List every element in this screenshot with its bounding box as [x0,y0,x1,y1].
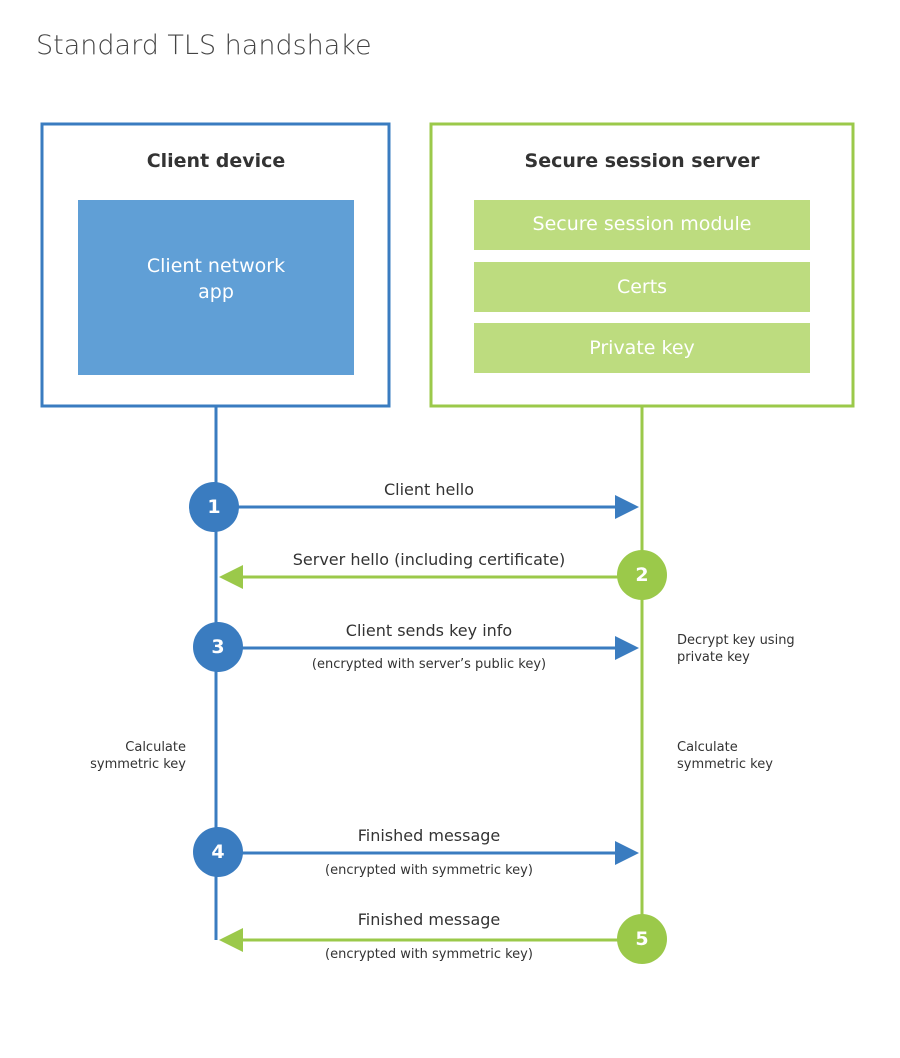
step-5-label: Finished message [357,910,501,929]
step-1-circle [189,482,239,532]
client-heading: Client device [146,150,286,172]
step-3-circle [193,622,243,672]
step-5-circle [617,914,667,964]
step-4-number: 4 [211,841,225,863]
step-3-sub: (encrypted with server’s public key) [311,657,547,672]
note-line: Calculate [125,740,186,755]
module-box-1 [474,200,810,250]
server-calc-note: Calculate symmetric key [677,739,773,773]
client-app-line2: app [198,281,234,303]
note-line: private key [677,650,750,665]
step-3-number: 3 [211,636,225,658]
step-3-label: Client sends key info [345,621,513,640]
note-line: symmetric key [90,757,186,772]
step-4-sub: (encrypted with symmetric key) [325,863,533,878]
note-line: Calculate [677,740,738,755]
client-calc-note: Calculate symmetric key [90,739,186,773]
step-5-sub: (encrypted with symmetric key) [325,947,533,962]
server-decrypt-note: Decrypt key using private key [677,632,795,666]
step-1-number: 1 [207,496,221,518]
server-heading: Secure session server [524,150,760,172]
step-5-number: 5 [635,928,649,950]
module-box-2 [474,262,810,312]
step-2-label: Server hello (including certificate) [292,550,566,569]
client-app-box [78,200,354,375]
note-line: Decrypt key using [677,633,795,648]
note-line: symmetric key [677,757,773,772]
module-label: Secure session module [532,213,752,235]
private-key-label: Private key [589,337,695,359]
step-4-circle [193,827,243,877]
page-title: Standard TLS handshake [36,30,372,61]
client-app-line1: Client network [146,255,286,277]
module-box-3 [474,323,810,373]
step-1-label: Client hello [383,480,475,499]
step-2-circle [617,550,667,600]
step-2-number: 2 [635,564,649,586]
certs-label: Certs [616,276,668,298]
step-4-label: Finished message [357,826,501,845]
